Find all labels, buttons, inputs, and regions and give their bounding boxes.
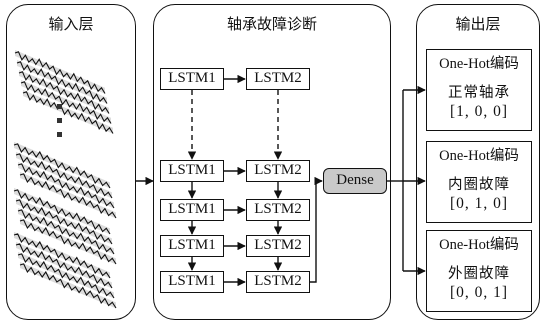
signal-waveform — [13, 233, 111, 279]
lstm1-node: LSTM1 — [160, 199, 224, 221]
one-hot-vector-normal: [1, 0, 0] — [449, 103, 509, 120]
signal-waveform — [13, 189, 111, 235]
one-hot-header: One-Hot编码 — [439, 237, 519, 253]
signal-waveform — [16, 61, 108, 104]
signal-waveform — [20, 81, 112, 124]
arrow-lstm2-to-dense — [310, 176, 323, 283]
input-layer-title: 输入层 — [48, 15, 94, 33]
signal-waveform — [18, 71, 110, 114]
one-hot-header: One-Hot编码 — [439, 148, 519, 164]
signal-waveform — [17, 209, 115, 255]
class-label-outer-race: 外圈故障 — [448, 266, 510, 282]
lstm1-top-node: LSTM1 — [160, 68, 224, 90]
signal-waveform — [15, 243, 113, 289]
output-box-inner-race: One-Hot编码 内圈故障 [0, 1, 0] — [426, 141, 532, 223]
bearing-diagnosis-title: 轴承故障诊断 — [226, 15, 317, 33]
output-box-normal: One-Hot编码 正常轴承 [1, 0, 0] — [426, 49, 532, 131]
one-hot-vector-outer-race: [0, 0, 1] — [449, 284, 509, 301]
class-label-inner-race: 内圈故障 — [448, 177, 510, 193]
lstm2-node: LSTM2 — [246, 235, 310, 257]
lstm1-node: LSTM1 — [160, 160, 224, 182]
lstm2-node: LSTM2 — [246, 271, 310, 293]
lstm1-node: LSTM1 — [160, 271, 224, 293]
class-label-normal: 正常轴承 — [448, 85, 510, 101]
ellipsis-dots — [57, 104, 62, 137]
signal-waveform — [17, 163, 115, 209]
dense-node: Dense — [323, 168, 387, 194]
output-layer-title: 输出层 — [455, 15, 501, 33]
signal-waveform — [15, 199, 113, 245]
signal-waveform — [19, 263, 117, 309]
signal-waveform — [19, 173, 117, 219]
signal-waveform — [22, 91, 114, 134]
output-box-outer-race: One-Hot编码 外圈故障 [0, 0, 1] — [426, 230, 532, 312]
signal-waveform — [19, 219, 117, 265]
one-hot-vector-inner-race: [0, 1, 0] — [449, 195, 509, 212]
lstm2-node: LSTM2 — [246, 160, 310, 182]
one-hot-header: One-Hot编码 — [439, 56, 519, 72]
signal-waveform — [13, 143, 111, 189]
signal-waveform — [17, 253, 115, 299]
signal-waveform — [15, 153, 113, 199]
lstm1-node: LSTM1 — [160, 235, 224, 257]
lstm2-node: LSTM2 — [246, 199, 310, 221]
signal-waveform — [14, 51, 106, 94]
lstm2-top-node: LSTM2 — [246, 68, 310, 90]
